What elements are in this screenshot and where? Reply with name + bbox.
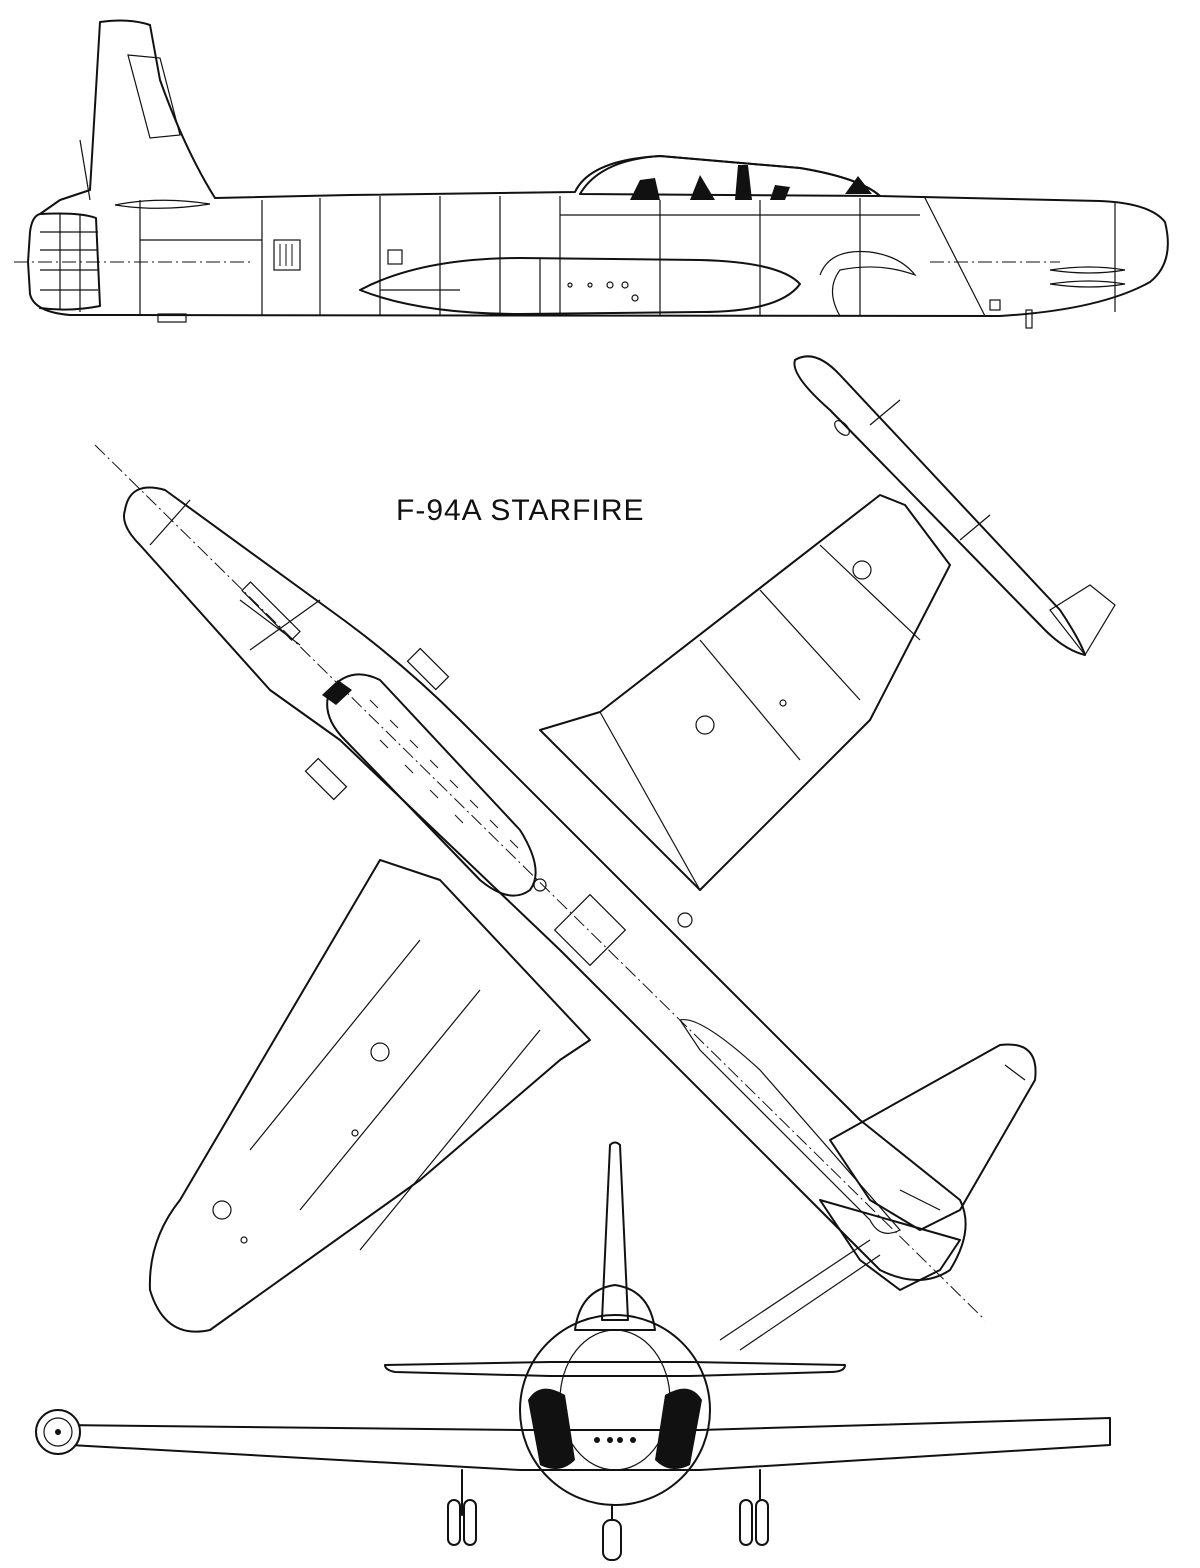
front-landing-gear	[447, 1469, 769, 1561]
side-fuselage	[14, 19, 1169, 329]
top-view	[94, 355, 1116, 1351]
top-left-wing	[148, 859, 591, 1333]
top-horizontal-tail	[829, 1043, 1037, 1231]
top-right-wing	[539, 494, 951, 891]
front-fuselage	[519, 1314, 711, 1506]
top-right-tiptank	[793, 355, 1086, 656]
front-left-intake	[528, 1388, 575, 1469]
front-tailplane	[384, 1361, 846, 1377]
front-view	[35, 1141, 1111, 1561]
side-view	[14, 19, 1169, 329]
top-fuselage	[123, 486, 967, 1281]
drawing-title: F-94A STARFIRE	[396, 494, 645, 527]
front-vertical-fin	[601, 1141, 629, 1321]
front-wing	[59, 1417, 1111, 1471]
front-right-intake	[655, 1388, 702, 1469]
